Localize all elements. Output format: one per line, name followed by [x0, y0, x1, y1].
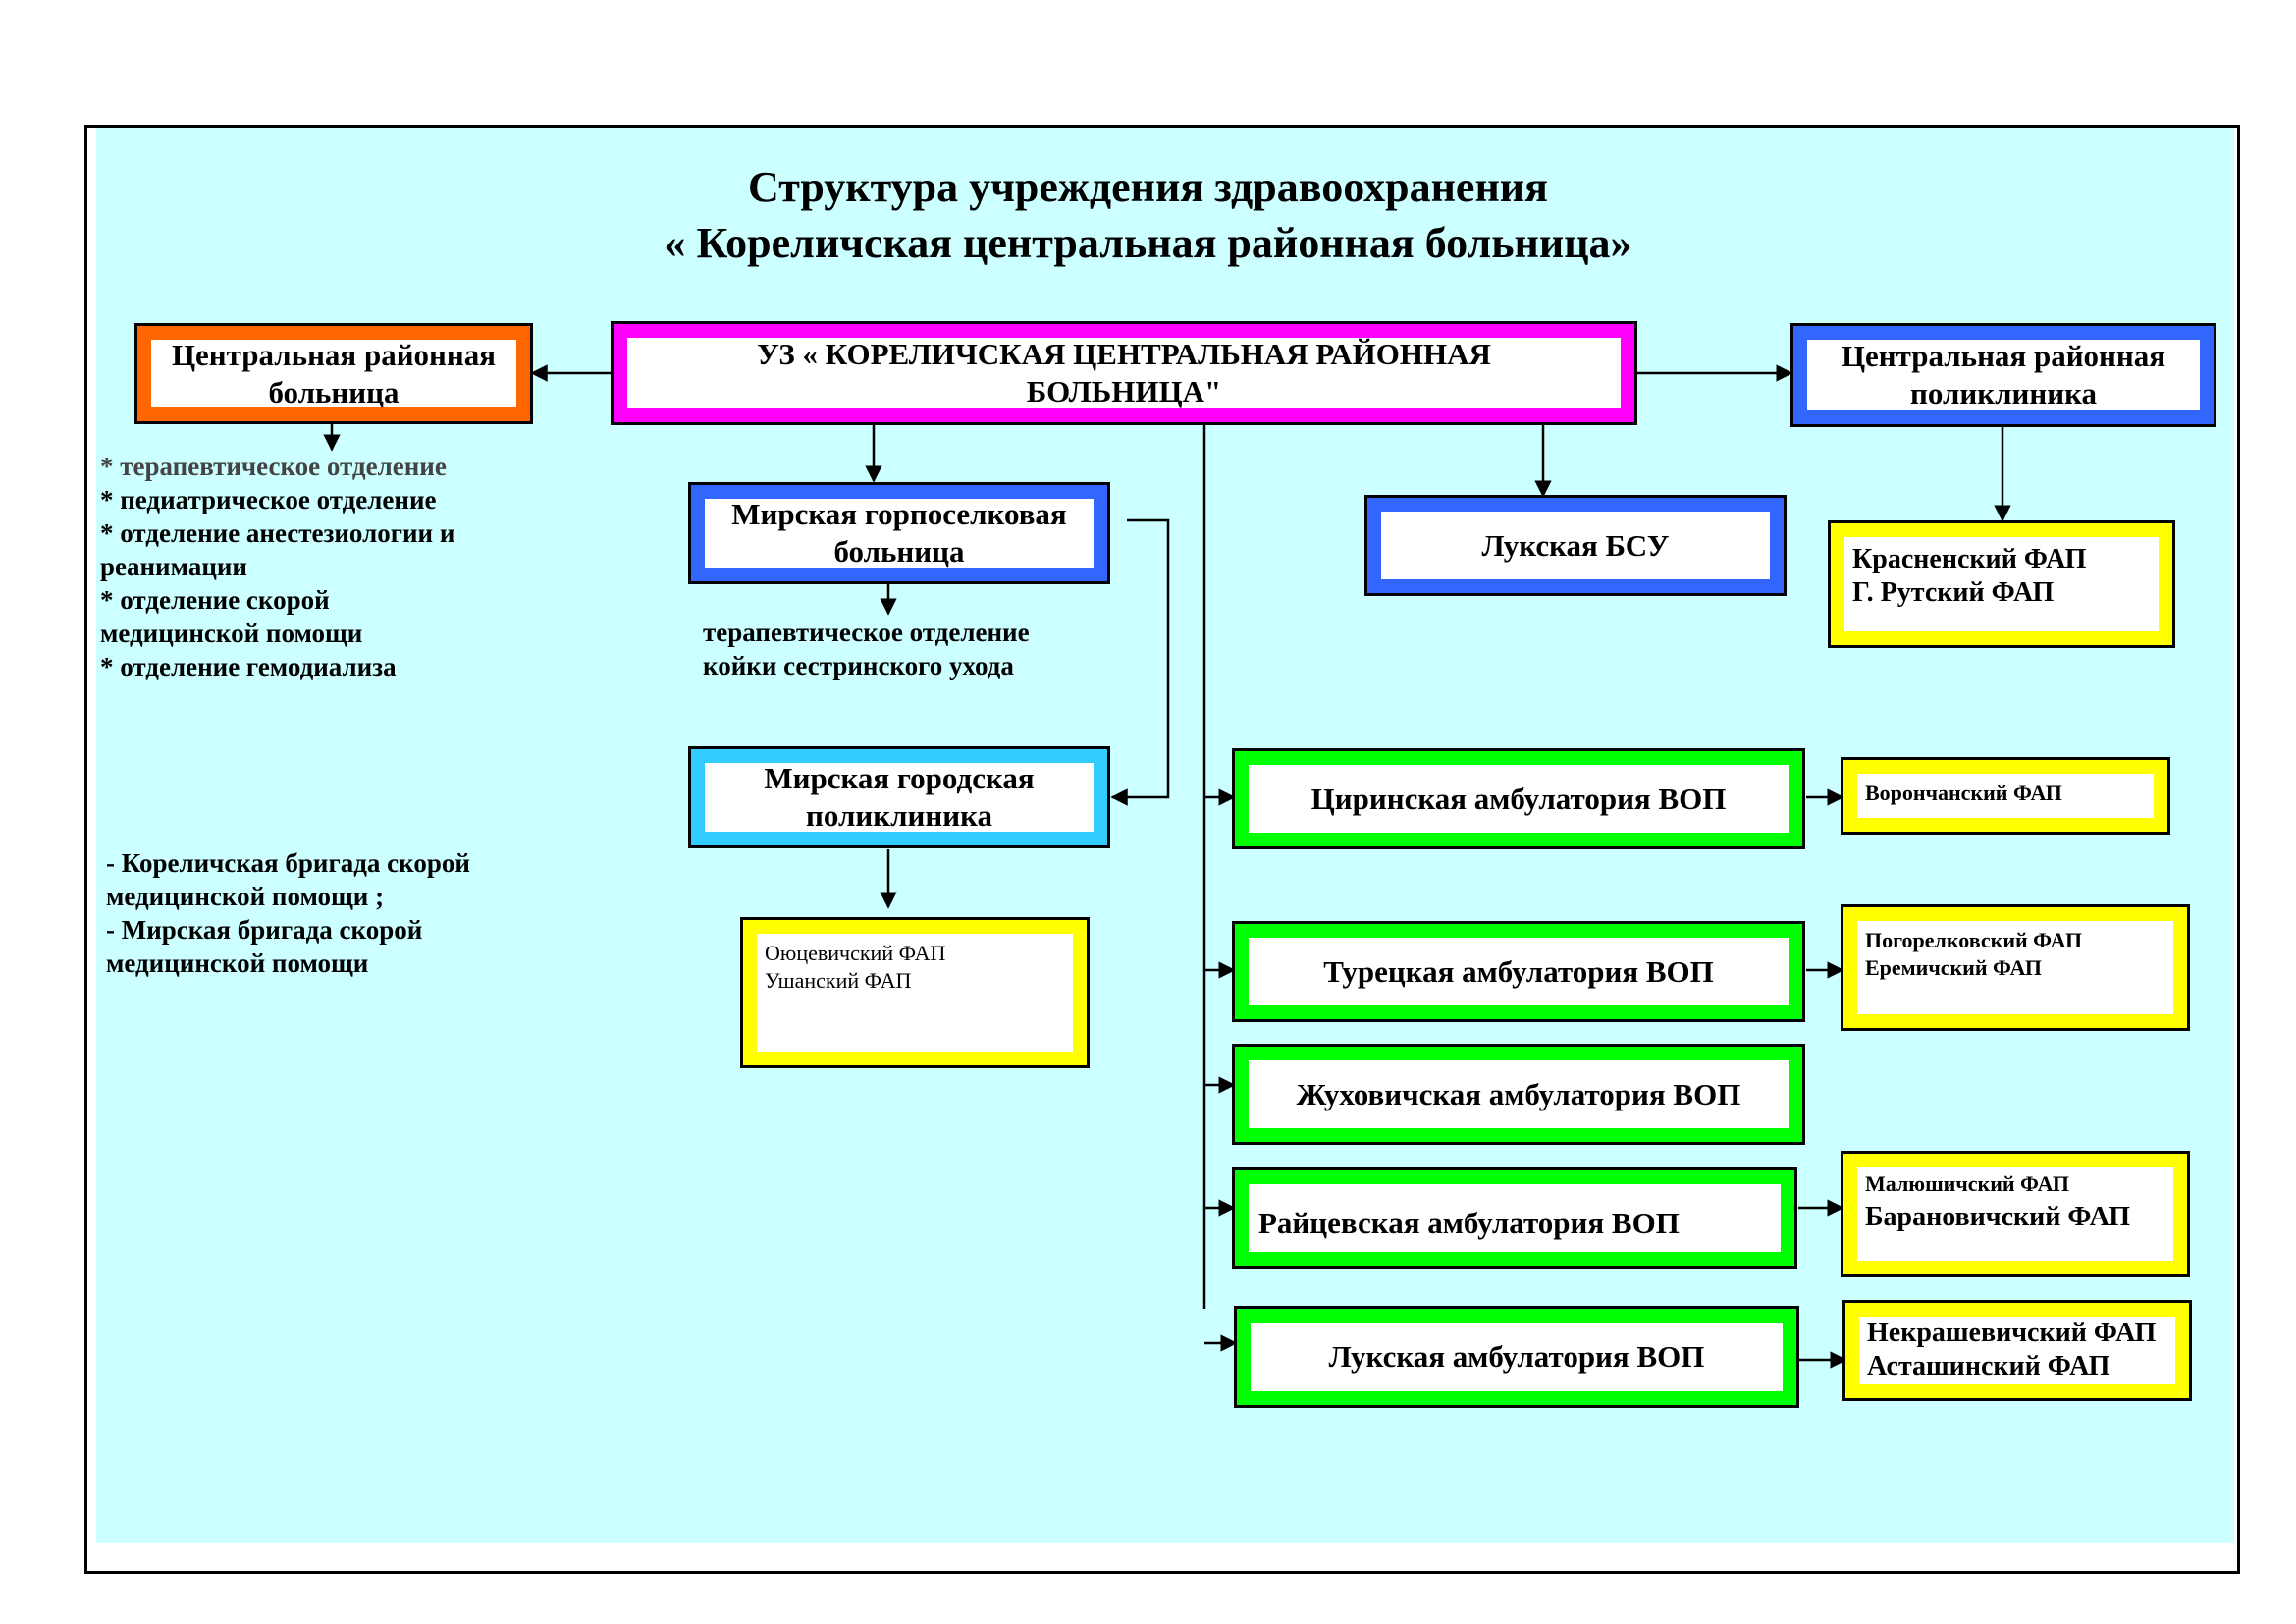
- fap-box-malyushichskiy: Малюшичский ФАП Барановичский ФАП: [1843, 1154, 2187, 1274]
- raitsevskaya-ambulatory-box: Райцевская амбулатория ВОП: [1235, 1170, 1794, 1266]
- fap-box-oyutsevichi: Оюцевичский ФАП Ушанский ФАП: [743, 920, 1087, 1065]
- diagram-title-line1: Структура учреждения здравоохранения: [748, 163, 1548, 211]
- crb-departments-list: * терапевтическое отделение * педиатриче…: [100, 450, 454, 683]
- fap-box-krasnenskiy: Красненский ФАП Г. Рутский ФАП: [1831, 523, 2172, 645]
- department-item: * отделение анестезиологии и: [100, 518, 455, 548]
- lukskaya-ambulatory-box: Лукская амбулатория ВОП: [1237, 1309, 1796, 1405]
- fap-item: Асташинский ФАП: [1867, 1351, 2110, 1381]
- department-item: медицинской помощи: [100, 619, 363, 648]
- arrow-hospital-to-polyclinic: [1110, 518, 1170, 806]
- department-item: * терапевтическое отделение: [100, 452, 447, 481]
- diagram-title-line2: « Кореличская центральная районная больн…: [664, 219, 1632, 267]
- department-item: терапевтическое отделение: [703, 618, 1030, 647]
- department-item: койки сестринского ухода: [703, 651, 1014, 680]
- fap-box-voronchanskiy: Ворончанский ФАП: [1843, 760, 2167, 832]
- fap-item: Барановичский ФАП: [1865, 1202, 2130, 1232]
- tsirinskaya-ambulatory-box: Циринская амбулатория ВОП: [1235, 751, 1802, 846]
- fap-item: Оюцевичский ФАП: [765, 941, 946, 965]
- lukskaya-bsu-box: Лукская БСУ: [1367, 498, 1784, 593]
- main-institution-box: УЗ « КОРЕЛИЧСКАЯ ЦЕНТРАЛЬНАЯ РАЙОННАЯ БО…: [614, 324, 1634, 422]
- zhukhovichskaya-ambulatory-box: Жуховичская амбулатория ВОП: [1235, 1047, 1802, 1142]
- fap-item: Г. Рутский ФАП: [1852, 577, 2055, 608]
- fap-item: Ворончанский ФАП: [1865, 781, 2062, 805]
- fap-box-pogorelkovskiy: Погорелковский ФАП Еремичский ФАП: [1843, 907, 2187, 1028]
- fap-item: Некрашевичский ФАП: [1867, 1318, 2157, 1348]
- department-item: * педиатрическое отделение: [100, 485, 437, 514]
- turetskaya-ambulatory-box: Турецкая амбулатория ВОП: [1235, 924, 1802, 1019]
- fap-item: Красненский ФАП: [1852, 544, 2087, 574]
- central-district-hospital-box: Центральная районная больница: [137, 326, 530, 421]
- mirskaya-departments-list: терапевтическое отделение койки сестринс…: [703, 616, 1030, 682]
- fap-box-nekrashevichskiy: Некрашевичский ФАП Асташинский ФАП: [1845, 1303, 2189, 1398]
- brigade-item: - Кореличская бригада скорой: [106, 848, 470, 878]
- ambulance-brigades-list: - Кореличская бригада скорой медицинской…: [106, 846, 470, 980]
- mirskaya-polyclinic-box: Мирская городская поликлиника: [691, 749, 1107, 845]
- department-item: реанимации: [100, 552, 247, 581]
- fap-item: Малюшичский ФАП: [1865, 1171, 2070, 1196]
- fap-item: Ушанский ФАП: [765, 968, 912, 993]
- brigade-item: медицинской помощи: [106, 948, 369, 978]
- fap-item: Погорелковский ФАП: [1865, 928, 2083, 952]
- brigade-item: - Мирская бригада скорой: [106, 915, 423, 945]
- central-district-polyclinic-box: Центральная районная поликлиника: [1793, 326, 2214, 424]
- department-item: * отделение скорой: [100, 585, 330, 615]
- mirskaya-hospital-box: Мирская горпоселковая больница: [691, 485, 1107, 581]
- brigade-item: медицинской помощи ;: [106, 882, 385, 911]
- fap-item: Еремичский ФАП: [1865, 955, 2042, 980]
- department-item: * отделение гемодиализа: [100, 652, 397, 681]
